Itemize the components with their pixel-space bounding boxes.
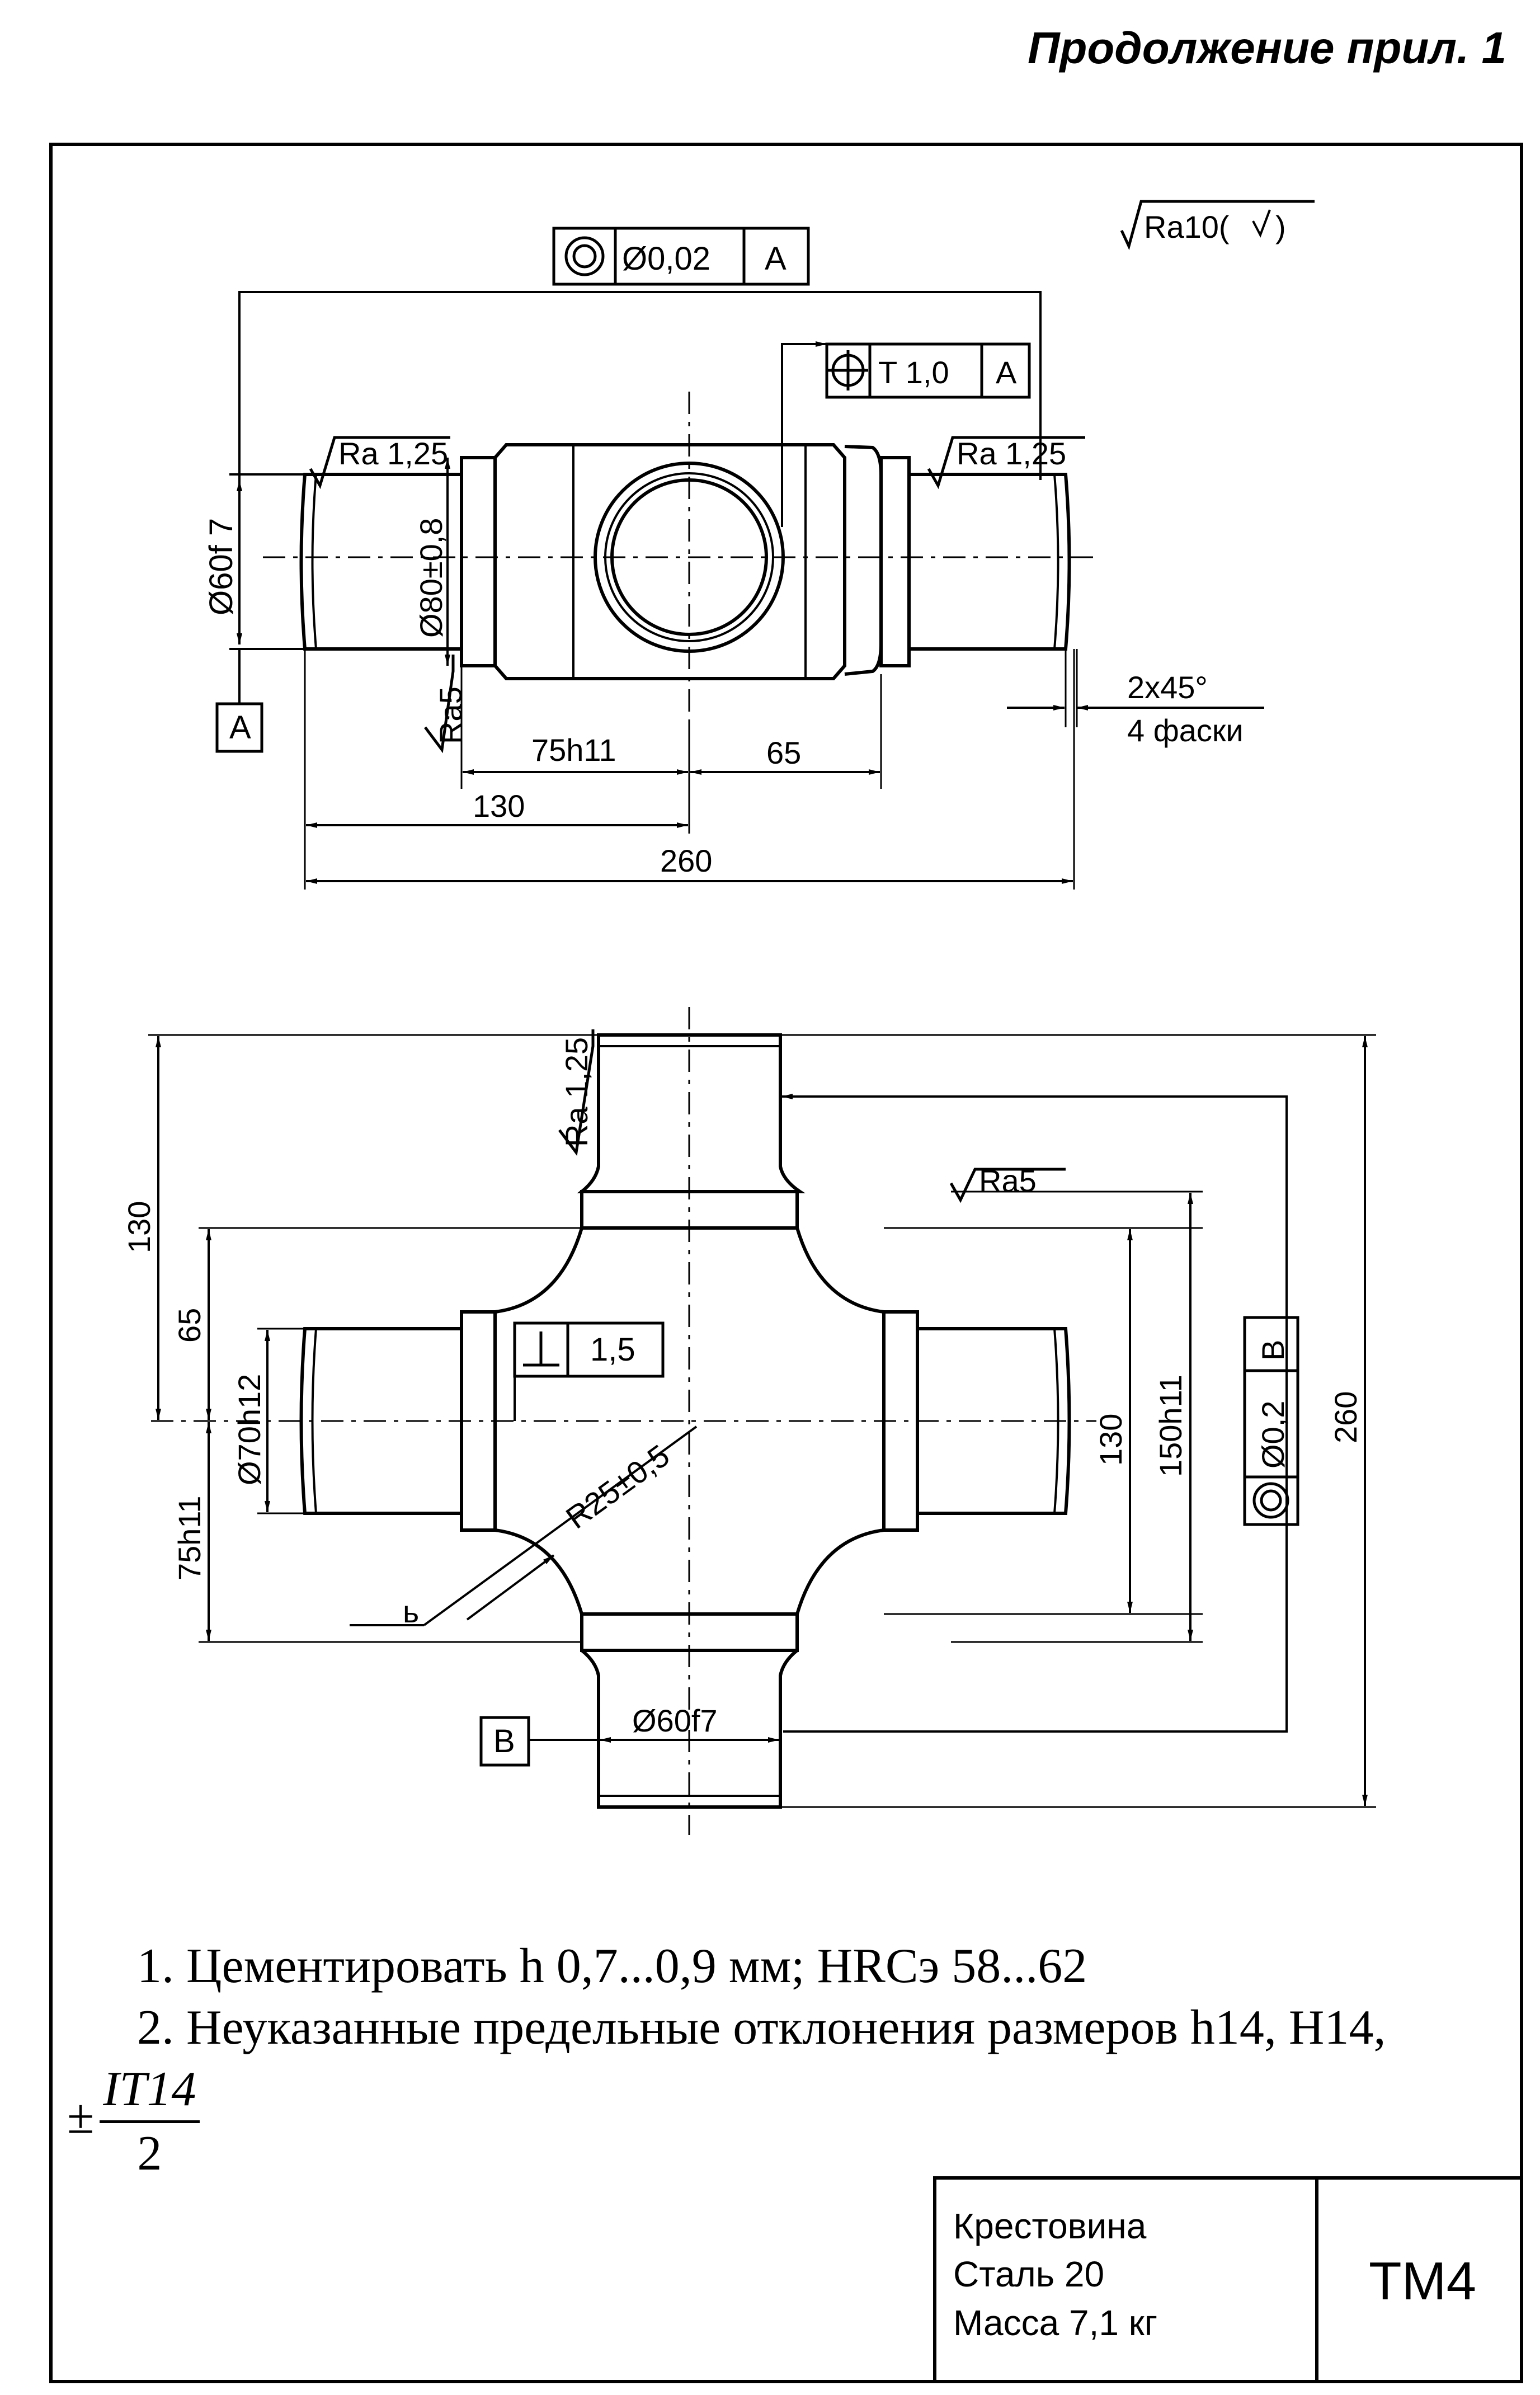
perpendicularity-frame: 1,5: [513, 1321, 665, 1421]
perpendicularity-value: 1,5: [590, 1331, 635, 1368]
default-roughness-symbol: Ra10( ): [1120, 200, 1315, 251]
concentricity-icon: [564, 236, 605, 276]
top-view: Ra10( ) Ø0,02 A T 1,0 A: [203, 200, 1315, 890]
position-value: T 1,0: [878, 355, 949, 390]
roughness-front-face: Ra5: [979, 1163, 1037, 1198]
dim-130-left: 130: [121, 1201, 157, 1253]
dim-65: 65: [766, 735, 801, 770]
note-2: 2. Неуказанные предельные отклонения раз…: [137, 2001, 1386, 2055]
chamfer-size: 2x45°: [1127, 670, 1208, 705]
dim-75h11-left: 75h11: [172, 1495, 207, 1580]
material: Сталь 20: [953, 2254, 1105, 2295]
roughness-left-journal: Ra 1,25: [338, 436, 448, 471]
default-roughness-close: ): [1275, 209, 1286, 244]
dim-body-diameter: Ø80±0,8: [413, 518, 449, 638]
chamfer-count: 4 фаски: [1127, 713, 1244, 748]
plus-minus: ±: [67, 2090, 95, 2144]
dim-260-right: 260: [1328, 1391, 1363, 1443]
page-header: Продолжение прил. 1: [1028, 23, 1506, 73]
title-block: Крестовина Сталь 20 Масса 7,1 кг ТМ4: [933, 2176, 1523, 2383]
fillet-weld-mark: ь: [403, 1594, 419, 1629]
front-view-outline: [151, 1007, 1096, 1835]
note-1: 1. Цементировать h 0,7...0,9 мм; HRCэ 58…: [137, 1939, 1087, 1993]
runout-tolerance-frame: Ø0,02 A: [552, 227, 810, 286]
runout-b-datum: B: [1255, 1340, 1291, 1361]
dim-130-right: 130: [1093, 1414, 1128, 1466]
roughness-right-journal: Ra 1,25: [957, 436, 1066, 471]
mass: Масса 7,1 кг: [953, 2302, 1158, 2343]
part-name: Крестовина: [953, 2206, 1147, 2246]
technical-notes: 1. Цементировать h 0,7...0,9 мм; HRCэ 58…: [67, 1936, 1386, 2185]
roughness-face: Ra5: [433, 686, 468, 744]
datum-a-label: A: [229, 709, 251, 746]
position-datum: A: [996, 355, 1017, 390]
dim-150h11: 150h11: [1153, 1375, 1188, 1477]
runout-icon: [1252, 1482, 1289, 1519]
drawing-frame: [49, 143, 1523, 2383]
runout-b-value: Ø0,2: [1255, 1401, 1291, 1469]
position-tolerance-frame: T 1,0 A: [825, 342, 1031, 399]
fraction-numerator: IT14: [100, 2059, 200, 2123]
dim-left-journal-diameter: Ø70h12: [232, 1374, 267, 1485]
drawing-code: ТМ4: [1315, 2180, 1527, 2383]
runout-value: Ø0,02: [622, 241, 710, 277]
dim-65-left: 65: [172, 1308, 207, 1343]
dim-bottom-journal-diameter: Ø60f7: [632, 1703, 718, 1738]
dim-journal-diameter: Ø60f 7: [203, 518, 239, 615]
datum-b-label: B: [493, 1723, 515, 1759]
dim-130: 130: [473, 788, 525, 824]
dim-260: 260: [660, 843, 712, 878]
title-block-info: Крестовина Сталь 20 Масса 7,1 кг: [953, 2202, 1157, 2347]
runout-datum: A: [765, 241, 787, 277]
runout-frame-b: Ø0,2 B: [1243, 1316, 1299, 1526]
fraction-denominator: 2: [137, 2126, 162, 2181]
front-view: Ra 1,25 Ra5 1,5 R25±0,5 ь Ø70h12 130: [121, 1007, 1376, 1835]
roughness-top-journal: Ra 1,25: [559, 1037, 594, 1147]
dim-fillet-radius: R25±0,5: [559, 1438, 676, 1536]
dim-75h11: 75h11: [531, 732, 616, 768]
default-roughness-label: Ra10(: [1144, 209, 1230, 244]
